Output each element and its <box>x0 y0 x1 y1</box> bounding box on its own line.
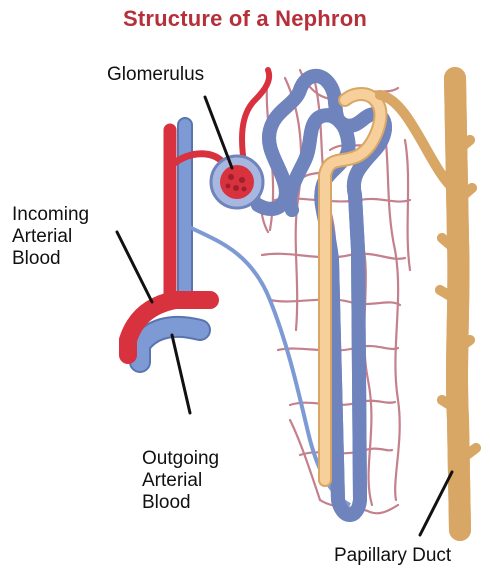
artery-vessel <box>128 70 269 355</box>
papillary-leader <box>420 472 452 535</box>
glomerulus-label: Glomerulus <box>107 64 204 86</box>
outgoing-arterial-blood-label: Outgoing Arterial Blood <box>142 448 219 514</box>
outgoing-label-line-2: Arterial <box>142 470 219 492</box>
incoming-label-line-2: Arterial <box>12 226 89 248</box>
incoming-label-line-1: Incoming <box>12 204 89 226</box>
incoming-leader <box>117 232 152 302</box>
incoming-arterial-blood-label: Incoming Arterial Blood <box>12 204 89 270</box>
outgoing-leader <box>172 335 190 413</box>
outgoing-label-line-1: Outgoing <box>142 448 219 470</box>
papillary-duct-label: Papillary Duct <box>334 545 451 567</box>
outgoing-label-line-3: Blood <box>142 492 219 514</box>
papillary-duct-vessel <box>380 78 476 530</box>
glomerulus-structure <box>211 156 263 208</box>
incoming-label-line-3: Blood <box>12 248 89 270</box>
